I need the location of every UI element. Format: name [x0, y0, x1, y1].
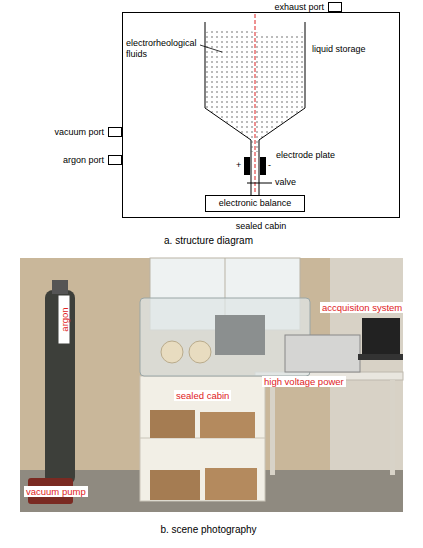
part-label: electrode plate — [276, 150, 335, 161]
photo-glove — [189, 341, 211, 363]
node-label: argon port — [63, 155, 104, 166]
part-label: electrorheological fluids — [126, 38, 202, 60]
photo-desk-leg — [270, 380, 275, 475]
photo-cylinder-valve — [52, 280, 68, 294]
photo-wall — [20, 258, 403, 512]
polarity-sign: + — [236, 160, 241, 171]
photo-glove — [161, 341, 183, 363]
subfigure-caption: b. scene photography — [0, 524, 420, 536]
node-label: vacuum port — [54, 127, 104, 138]
electrode-plate-left — [244, 157, 250, 175]
balance-box: electronic balance — [205, 195, 305, 212]
photo-laptop-base — [358, 354, 403, 360]
photo-box — [205, 468, 257, 500]
photo-label: sealed cabin — [174, 390, 231, 401]
part-label: valve — [275, 177, 296, 188]
photo-box — [150, 470, 200, 500]
photo-box — [200, 412, 255, 438]
photo-inner-device — [215, 315, 265, 355]
photo-desk-leg — [390, 380, 395, 475]
photo-label: accquisiton system — [320, 302, 404, 313]
part-label: liquid storage — [312, 44, 366, 55]
leader-line — [200, 45, 222, 52]
valve-symbol — [247, 183, 272, 184]
center-axis — [255, 14, 256, 193]
photo-label: vacuum pump — [24, 486, 88, 497]
photo-laptop-screen — [362, 318, 400, 354]
photo-box — [150, 410, 195, 438]
node-label: exhaust port — [274, 2, 324, 13]
photo-argon-cylinder — [45, 290, 75, 485]
port-box: exhaust port — [328, 2, 342, 12]
photo-stand — [140, 376, 265, 501]
polarity-sign: - — [268, 160, 271, 171]
node-label: sealed cabin — [123, 221, 399, 232]
electrode-plate-right — [260, 157, 266, 175]
photo-high-voltage-power — [285, 335, 360, 372]
photo-label: argon — [59, 296, 70, 344]
port-box: vacuum port — [108, 127, 122, 137]
port-box: argon port — [108, 155, 122, 165]
photo-label: high voltage power — [262, 376, 346, 387]
node-label: electronic balance — [206, 198, 304, 209]
subfigure-caption: a. structure diagram — [0, 235, 420, 247]
